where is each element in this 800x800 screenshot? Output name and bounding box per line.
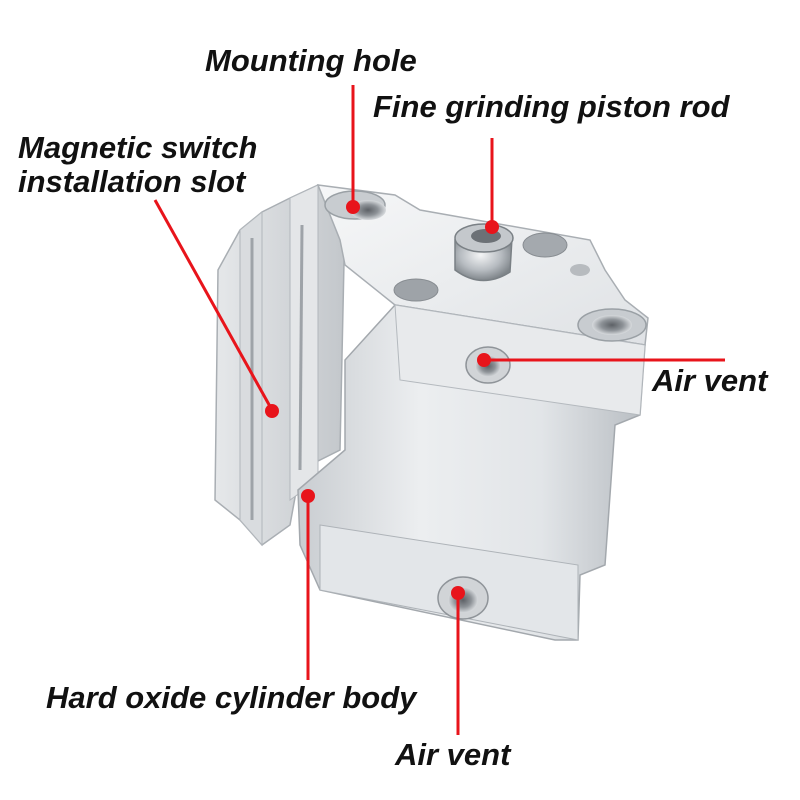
callout-dot-air-vent-top (477, 353, 491, 367)
callout-dot-air-vent-bottom (451, 586, 465, 600)
label-magnetic-slot-line1: Magnetic switch (18, 130, 258, 165)
label-cylinder-body: Hard oxide cylinder body (46, 680, 417, 715)
label-magnetic-slot: Magnetic switch installation slot (18, 131, 257, 199)
callout-dot-mounting-hole (346, 200, 360, 214)
callout-lines (153, 85, 725, 735)
label-mounting-hole: Mounting hole (205, 43, 417, 78)
label-magnetic-slot-line2: installation slot (18, 164, 246, 199)
label-air-vent-bottom: Air vent (395, 737, 511, 772)
callout-dot-piston-rod (485, 220, 499, 234)
label-air-vent-top: Air vent (652, 363, 768, 398)
cylinder-front-face (297, 304, 646, 641)
cylinder-side-faces (214, 184, 346, 547)
label-piston-rod: Fine grinding piston rod (373, 89, 730, 124)
callout-line-magnetic-slot (153, 199, 274, 411)
callout-dot-magnetic-slot (265, 404, 279, 418)
callout-dot-cylinder-body (301, 489, 315, 503)
